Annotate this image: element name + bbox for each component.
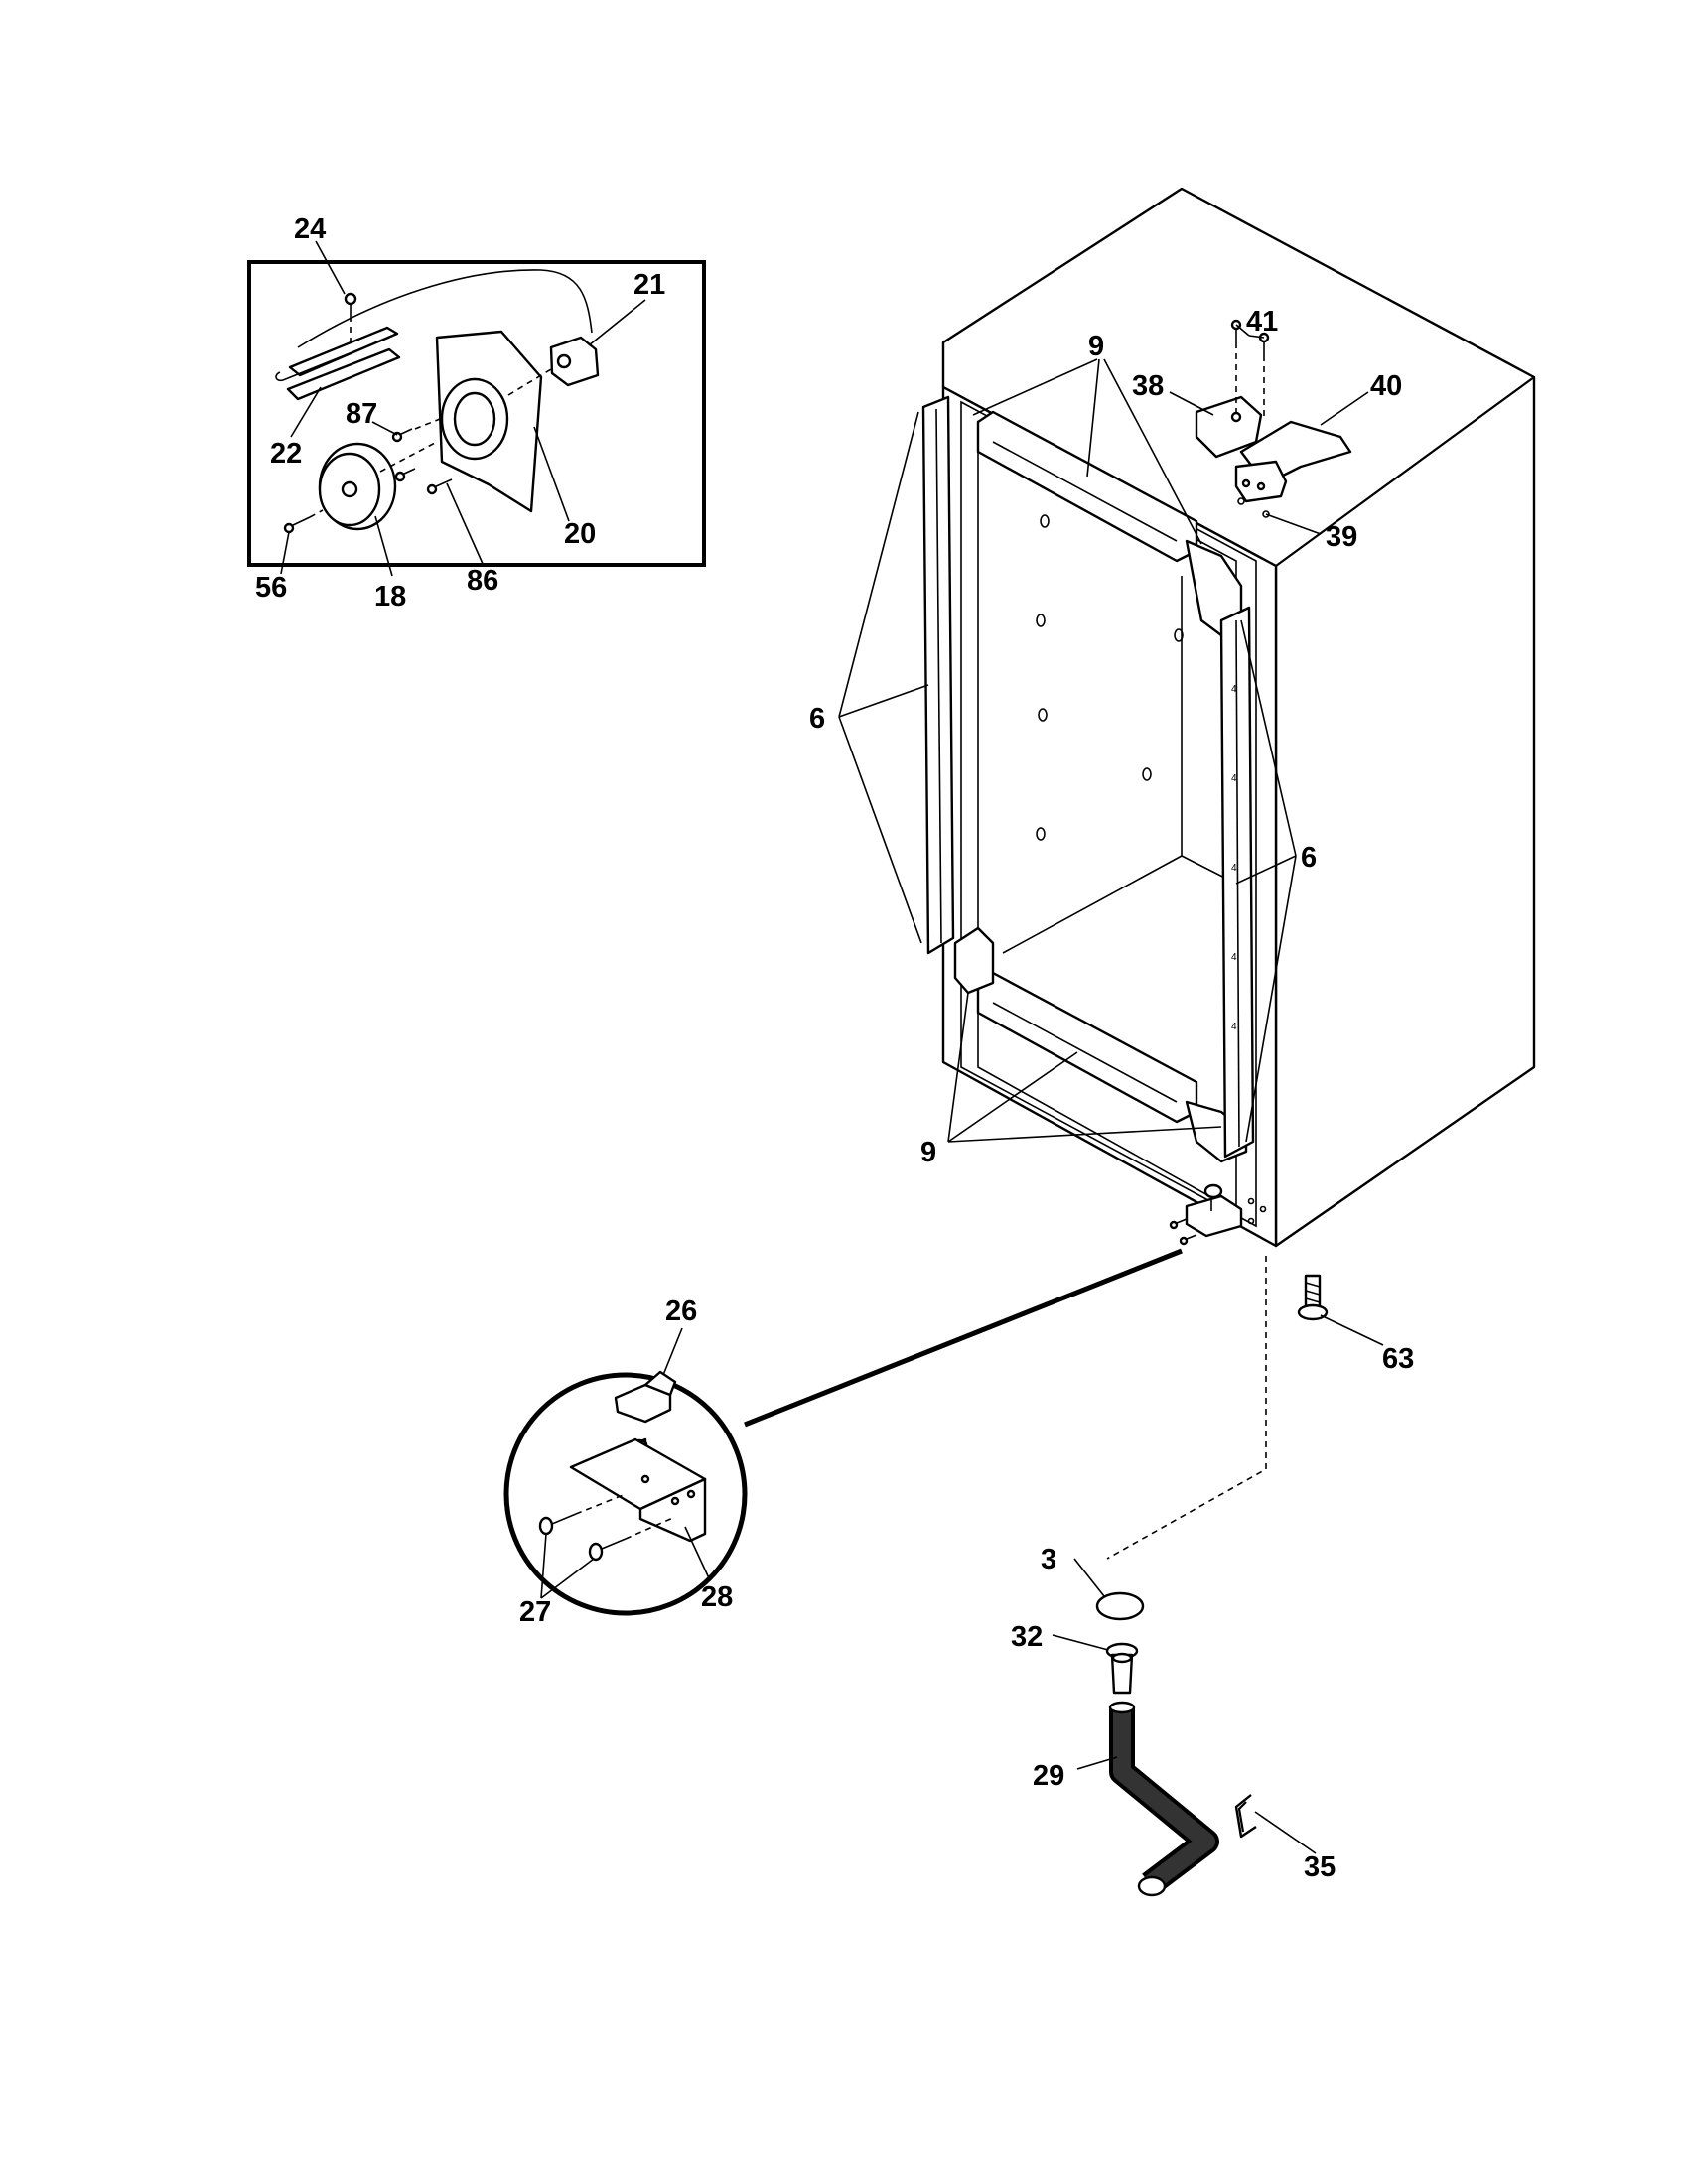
hinge-pin-part-29: [1108, 1701, 1219, 1897]
svg-text:4: 4: [1231, 952, 1237, 963]
callout-63: 63: [1382, 1343, 1414, 1375]
callout-3: 3: [1041, 1544, 1056, 1575]
callout-18: 18: [374, 581, 406, 613]
control-housing-part-20: [435, 330, 552, 513]
callout-20: 20: [564, 518, 596, 550]
callout-6-left: 6: [809, 703, 825, 735]
cap-part-3: [1095, 1591, 1145, 1621]
callout-21: 21: [633, 269, 665, 301]
callout-29: 29: [1033, 1760, 1064, 1792]
callout-26: 26: [665, 1296, 697, 1327]
callout-27: 27: [519, 1596, 551, 1628]
bushing-part-32: [1105, 1642, 1139, 1695]
callout-labels: 24 21 87 22 20 56 18 86 9 41 38 40 39 6 …: [255, 213, 1414, 1883]
heater-channel-part-22: [275, 326, 401, 401]
callout-35: 35: [1304, 1851, 1336, 1883]
svg-text:4: 4: [1231, 863, 1237, 874]
clip-part-35: [1234, 1794, 1257, 1839]
svg-text:4: 4: [1231, 1022, 1237, 1032]
callout-38: 38: [1132, 370, 1164, 402]
svg-text:4: 4: [1231, 773, 1237, 784]
knob-part-18: [318, 441, 438, 531]
leader-lines: [540, 324, 1384, 1854]
callout-40: 40: [1370, 370, 1402, 402]
callout-22: 22: [270, 438, 302, 470]
leveling-leg-part-63: [1297, 1274, 1329, 1321]
screw-part-24: [344, 292, 357, 342]
top-hinge-assembly: [1195, 319, 1352, 518]
callout-9-bottom: 9: [920, 1137, 936, 1168]
hinge-detail-circle: [503, 1248, 1183, 1616]
svg-text:4: 4: [1231, 684, 1237, 695]
screw-part-86: [426, 478, 453, 495]
screws-part-87: [391, 416, 446, 482]
callout-87: 87: [346, 398, 377, 430]
screw-part-56: [283, 509, 324, 534]
callout-39: 39: [1326, 521, 1357, 553]
inset-box-control-assembly: [247, 240, 706, 577]
callout-28: 28: [701, 1581, 733, 1613]
callout-9-top: 9: [1088, 331, 1104, 362]
callout-24: 24: [294, 213, 326, 245]
callout-32: 32: [1011, 1621, 1043, 1653]
gasket-strips-part-6: 4 4 4 4 4: [921, 395, 1255, 1159]
callout-6-right: 6: [1301, 842, 1317, 874]
callout-41: 41: [1246, 306, 1278, 338]
callout-86: 86: [467, 565, 498, 597]
callout-56: 56: [255, 572, 287, 604]
bottom-hinge-on-cabinet: [1169, 1183, 1267, 1246]
thermostat-part-21: [549, 336, 600, 387]
breaker-strips-part-9: [953, 410, 1248, 1163]
